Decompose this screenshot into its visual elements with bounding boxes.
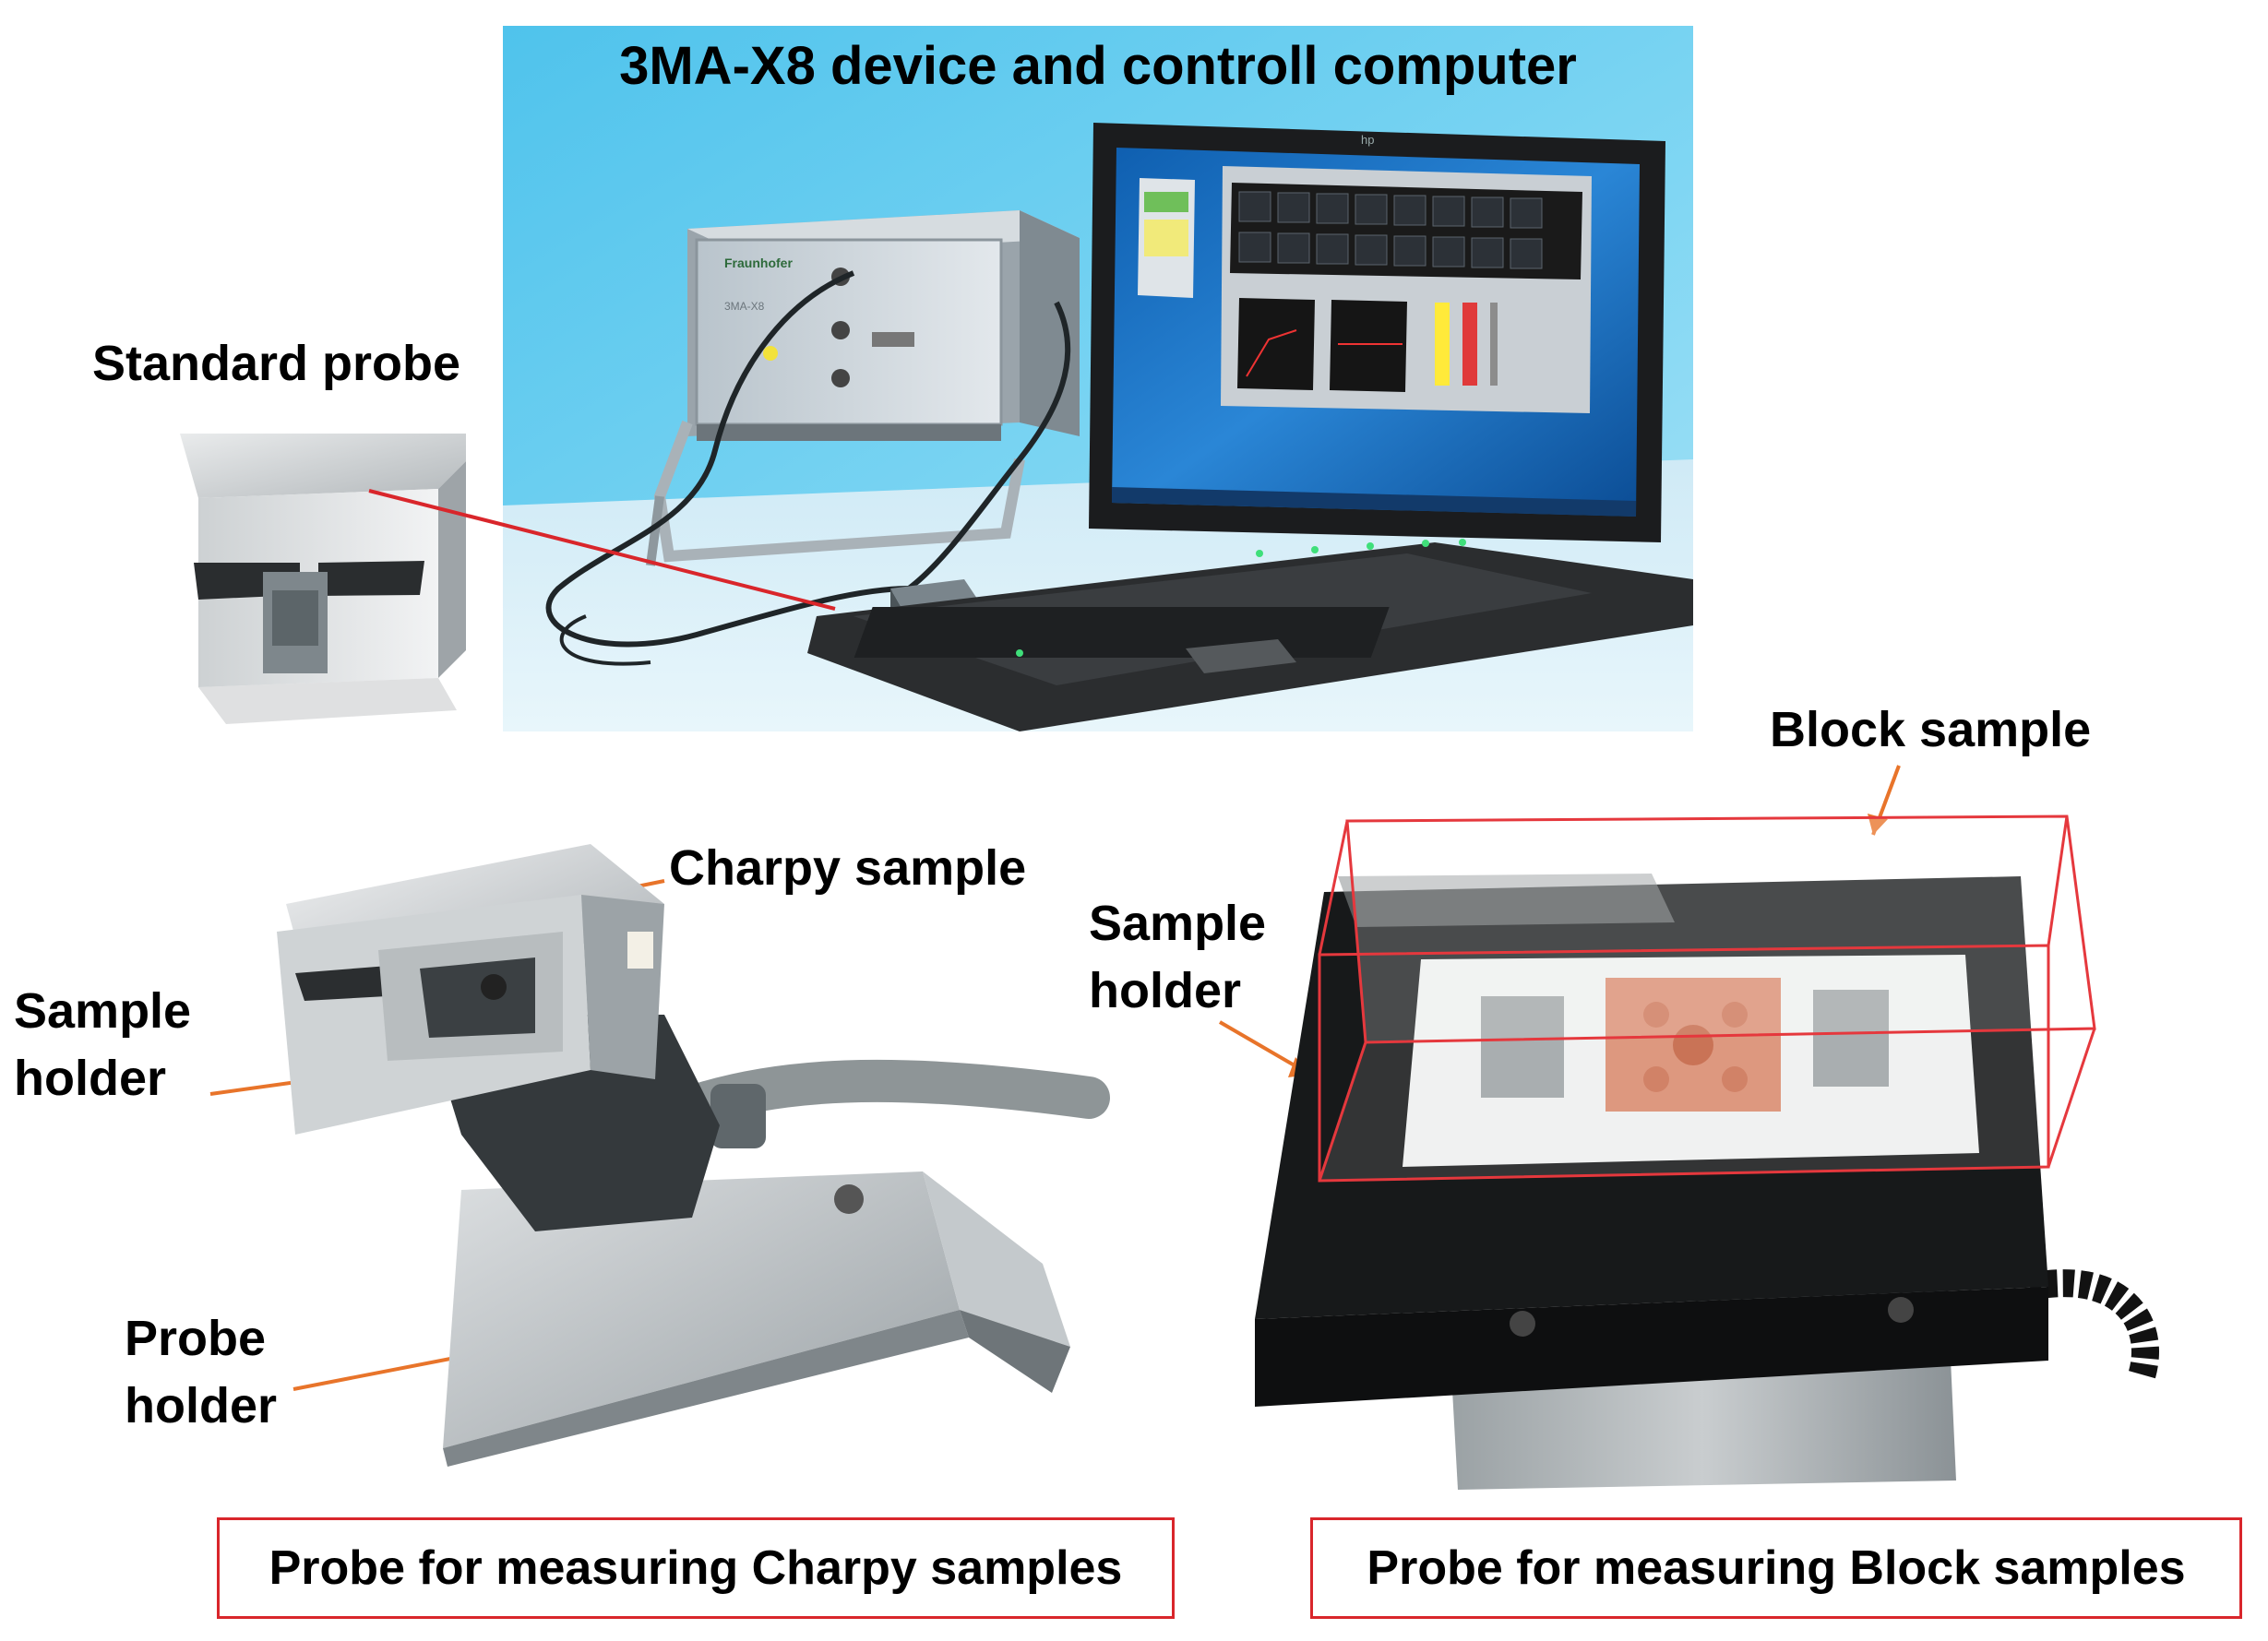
device-photo-title: 3MA-X8 device and controll computer bbox=[619, 36, 1577, 96]
block-probe-drawing bbox=[1255, 815, 2159, 1490]
charpy-probe-drawing bbox=[277, 844, 1110, 1467]
caption-block-box: Probe for measuring Block samples bbox=[1310, 1517, 2242, 1619]
device-model-label: 3MA-X8 bbox=[724, 300, 765, 313]
block-sample-label: Block sample bbox=[1770, 702, 2092, 757]
block-probe-photo bbox=[1236, 807, 2214, 1499]
device-brand-label: Fraunhofer bbox=[724, 256, 793, 270]
laptop-brand-label: hp bbox=[1361, 133, 1374, 147]
sample-holder-left-label: Sample holder bbox=[14, 983, 192, 1106]
probe-holder-label: Probe holder bbox=[125, 1311, 278, 1433]
device-photo-drawing: Fraunhofer 3MA-X8 bbox=[503, 26, 1693, 731]
standard-probe-drawing bbox=[180, 434, 466, 724]
caption-block-text: Probe for measuring Block samples bbox=[1367, 1541, 2186, 1595]
charpy-probe-photo bbox=[258, 821, 1126, 1467]
caption-charpy-text: Probe for measuring Charpy samples bbox=[269, 1541, 1123, 1595]
device-photo: Fraunhofer 3MA-X8 bbox=[503, 26, 1693, 731]
charpy-sample-label: Charpy sample bbox=[669, 840, 1027, 896]
standard-probe-pointer bbox=[368, 489, 836, 611]
sample-holder-right-label: Sample holder bbox=[1089, 896, 1267, 1018]
standard-probe-label: Standard probe bbox=[92, 336, 461, 391]
caption-charpy-box: Probe for measuring Charpy samples bbox=[217, 1517, 1175, 1619]
standard-probe-photo bbox=[161, 434, 475, 729]
